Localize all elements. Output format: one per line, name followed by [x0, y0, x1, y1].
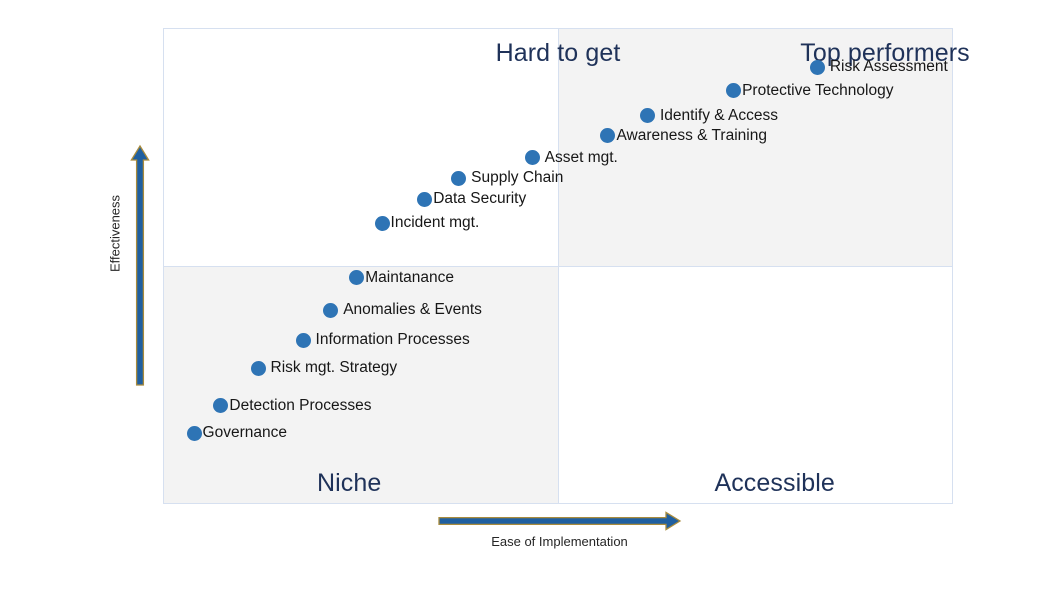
- data-point-marker: [250, 360, 266, 376]
- data-point-label: Governance: [202, 424, 287, 442]
- data-point: Maintanance: [349, 269, 454, 287]
- data-point-label: Anomalies & Events: [343, 301, 482, 319]
- data-point-marker: [524, 150, 540, 166]
- data-point-label: Risk mgt. Strategy: [270, 359, 398, 377]
- data-point-label: Identify & Access: [659, 106, 778, 124]
- y-axis-title: Effectiveness: [107, 194, 123, 273]
- quadrant-label-hard-to-get: Hard to get: [495, 39, 621, 67]
- data-point-marker: [374, 215, 390, 231]
- data-point: Anomalies & Events: [323, 301, 482, 319]
- data-point-label: Data Security: [433, 190, 527, 208]
- data-point: Supply Chain: [451, 169, 563, 187]
- horizontal-gridline: [164, 266, 952, 267]
- ease-of-implementation-arrow: [437, 511, 682, 531]
- data-point: Incident mgt.: [374, 214, 480, 232]
- data-point: Information Processes: [295, 331, 470, 349]
- data-point-marker: [451, 170, 467, 186]
- data-point-label: Risk Assessment: [829, 58, 948, 76]
- data-point-marker: [726, 83, 742, 99]
- data-point: Identify & Access: [639, 106, 778, 125]
- data-point-marker: [349, 270, 365, 286]
- x-axis-title: Ease of Implementation: [491, 534, 628, 549]
- data-point-marker: [639, 108, 655, 124]
- data-point: Awareness & Training: [600, 127, 767, 145]
- data-point-marker: [809, 59, 825, 75]
- data-point-marker: [323, 302, 339, 318]
- quadrant-label-niche: Niche: [316, 469, 382, 497]
- data-point: Data Security: [417, 190, 526, 208]
- data-point-label: Detection Processes: [229, 396, 372, 414]
- quadrant-bottom-right: [558, 266, 952, 503]
- data-point-label: Maintanance: [365, 268, 455, 286]
- data-point: Governance: [186, 424, 287, 442]
- effectiveness-arrow: [130, 144, 150, 387]
- plot-area: Hard to get Top performers Niche Accessi…: [163, 28, 970, 504]
- data-point-marker: [213, 398, 229, 414]
- data-point-label: Awareness & Training: [616, 126, 767, 144]
- data-point: Protective Technology: [726, 82, 893, 100]
- data-point-label: Supply Chain: [471, 169, 564, 187]
- quadrant-label-top-performers: Top performers: [800, 39, 970, 67]
- data-point-label: Information Processes: [315, 331, 470, 349]
- data-point: Risk mgt. Strategy: [250, 359, 398, 377]
- quadrant-top-right: [558, 29, 952, 266]
- data-point-marker: [295, 332, 311, 348]
- data-point-marker: [186, 425, 202, 441]
- quadrant-label-accessible: Accessible: [714, 469, 835, 497]
- quadrant-bottom-left: [164, 266, 558, 503]
- data-point: Asset mgt.: [524, 148, 618, 167]
- data-point-label: Asset mgt.: [544, 148, 618, 166]
- data-point-label: Incident mgt.: [390, 214, 480, 232]
- data-point-marker: [417, 191, 433, 207]
- quadrant-top-left: [164, 29, 558, 266]
- data-point-marker: [600, 128, 616, 144]
- data-point-label: Protective Technology: [742, 81, 894, 99]
- data-point: Detection Processes: [213, 396, 372, 415]
- data-point: Risk Assessment: [809, 58, 948, 76]
